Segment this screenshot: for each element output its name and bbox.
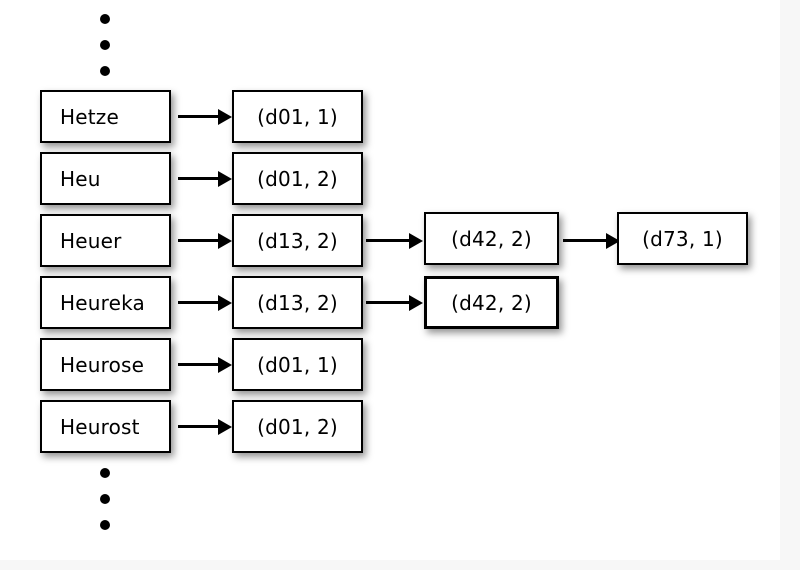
page-edge-band-right: [780, 0, 800, 570]
posting-label: (d42, 2): [451, 226, 532, 251]
term-label: Heureka: [60, 290, 145, 315]
ellipsis-dot: [100, 14, 110, 24]
arrow-heurose-to-posting: [178, 363, 219, 366]
posting-node-3[interactable]: (d13, 2): [232, 214, 363, 267]
posting-node-1[interactable]: (d01, 1): [232, 90, 363, 143]
ellipsis-dot: [100, 520, 110, 530]
term-node-hetze[interactable]: Hetze: [40, 90, 171, 143]
posting-node-2[interactable]: (d01, 2): [232, 152, 363, 205]
posting-label: (d13, 2): [257, 228, 338, 253]
ellipsis-dot: [100, 468, 110, 478]
term-node-heu[interactable]: Heu: [40, 152, 171, 205]
posting-label: (d01, 2): [257, 414, 338, 439]
arrow-hetze-to-posting: [178, 115, 219, 118]
term-node-heureka[interactable]: Heureka: [40, 276, 171, 329]
posting-label: (d73, 1): [642, 226, 723, 251]
posting-node-6[interactable]: (d01, 2): [232, 400, 363, 453]
posting-node-5[interactable]: (d01, 1): [232, 338, 363, 391]
term-node-heurost[interactable]: Heurost: [40, 400, 171, 453]
ellipsis-bottom: [100, 468, 112, 530]
ellipsis-dot: [100, 494, 110, 504]
arrow-posting3-to-next: [366, 239, 410, 242]
term-label: Heurose: [60, 352, 145, 377]
posting-label: (d13, 2): [257, 290, 338, 315]
arrow-heu-to-posting: [178, 177, 219, 180]
arrow-heurost-to-posting: [178, 425, 219, 428]
term-label: Heu: [60, 166, 101, 191]
ellipsis-dot: [100, 40, 110, 50]
page-edge-band-bottom: [0, 560, 800, 570]
posting-node-9[interactable]: (d73, 1): [617, 212, 748, 265]
ellipsis-top: [100, 14, 112, 76]
posting-label: (d01, 1): [257, 352, 338, 377]
arrow-posting4-to-next: [366, 301, 410, 304]
posting-label: (d01, 1): [257, 104, 338, 129]
term-label: Heuer: [60, 228, 122, 253]
term-label: Hetze: [60, 104, 119, 129]
ellipsis-dot: [100, 66, 110, 76]
posting-label: (d01, 2): [257, 166, 338, 191]
posting-node-8[interactable]: (d42, 2): [424, 276, 559, 329]
term-label: Heurost: [60, 414, 140, 439]
arrow-posting7-to-next: [563, 239, 607, 242]
arrow-heureka-to-posting: [178, 301, 219, 304]
term-node-heurose[interactable]: Heurose: [40, 338, 171, 391]
posting-node-7[interactable]: (d42, 2): [424, 212, 559, 265]
posting-node-4[interactable]: (d13, 2): [232, 276, 363, 329]
arrow-heuer-to-posting: [178, 239, 219, 242]
term-node-heuer[interactable]: Heuer: [40, 214, 171, 267]
posting-label: (d42, 2): [451, 290, 532, 315]
